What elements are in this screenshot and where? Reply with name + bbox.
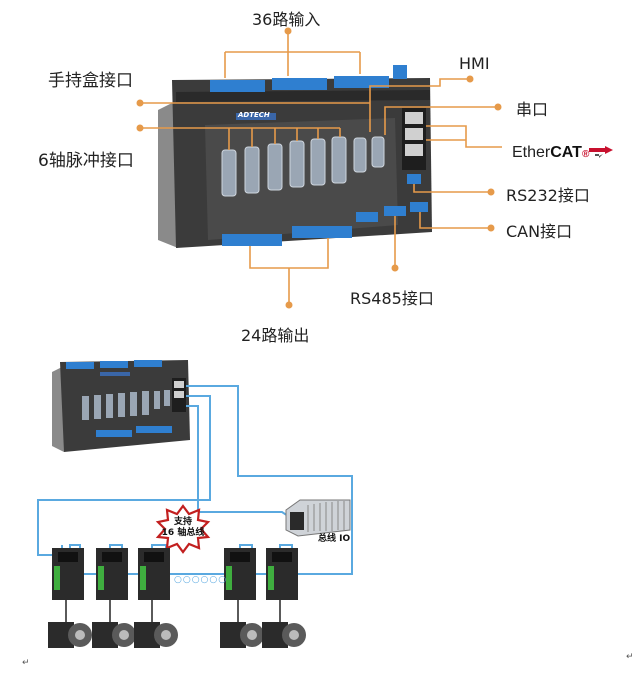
input-terminals	[210, 65, 407, 92]
controller-side	[158, 100, 178, 248]
ethercat-arrow-icon	[589, 146, 613, 158]
ethercat-ports	[402, 108, 426, 184]
label-rs485: RS485接口	[350, 289, 434, 308]
pulse-connectors	[221, 136, 385, 197]
small-controller	[52, 360, 190, 452]
ethercat-text: Ether	[512, 144, 551, 161]
motor-cables	[65, 600, 281, 622]
servo-motors	[48, 622, 306, 648]
ethercat-registered: ®	[581, 149, 590, 160]
servo-motor	[220, 622, 264, 648]
device-brand: ADTECH	[238, 111, 270, 119]
servo-drive	[266, 548, 298, 600]
servo-motor	[92, 622, 136, 648]
label-rs232: RS232接口	[506, 186, 590, 205]
bus-io-module	[285, 499, 351, 537]
paragraph-mark-left: ↵	[22, 658, 30, 668]
label-pendant-port: 手持盒接口	[48, 71, 133, 91]
burst-support-text: 支持 16 轴总线	[161, 517, 205, 538]
servo-drive	[224, 548, 256, 600]
servo-motor	[262, 622, 306, 648]
output-terminals	[222, 202, 428, 246]
label-serial-port: 串口	[516, 100, 549, 119]
drive-ellipsis: ○○○○○○	[174, 575, 228, 585]
bus-io-label: 总线 IO	[318, 534, 351, 544]
servo-motor	[48, 622, 92, 648]
servo-drives	[52, 548, 298, 600]
servo-drive	[52, 548, 84, 600]
label-can: CAN接口	[506, 222, 573, 241]
servo-drive	[96, 548, 128, 600]
ethercat-logo: EtherCAT®	[512, 144, 589, 162]
support-burst	[155, 504, 211, 554]
label-hmi: HMI	[459, 54, 490, 73]
paragraph-mark-right: ↵	[626, 652, 634, 662]
servo-drive	[138, 548, 170, 600]
callout-dots	[136, 27, 502, 309]
ethercat-cat: CAT	[550, 144, 582, 161]
label-36-inputs: 36路输入	[252, 10, 321, 29]
label-6axis-pulse: 6轴脉冲接口	[38, 151, 134, 171]
label-24-outputs: 24路输出	[241, 326, 310, 345]
servo-motor	[134, 622, 178, 648]
